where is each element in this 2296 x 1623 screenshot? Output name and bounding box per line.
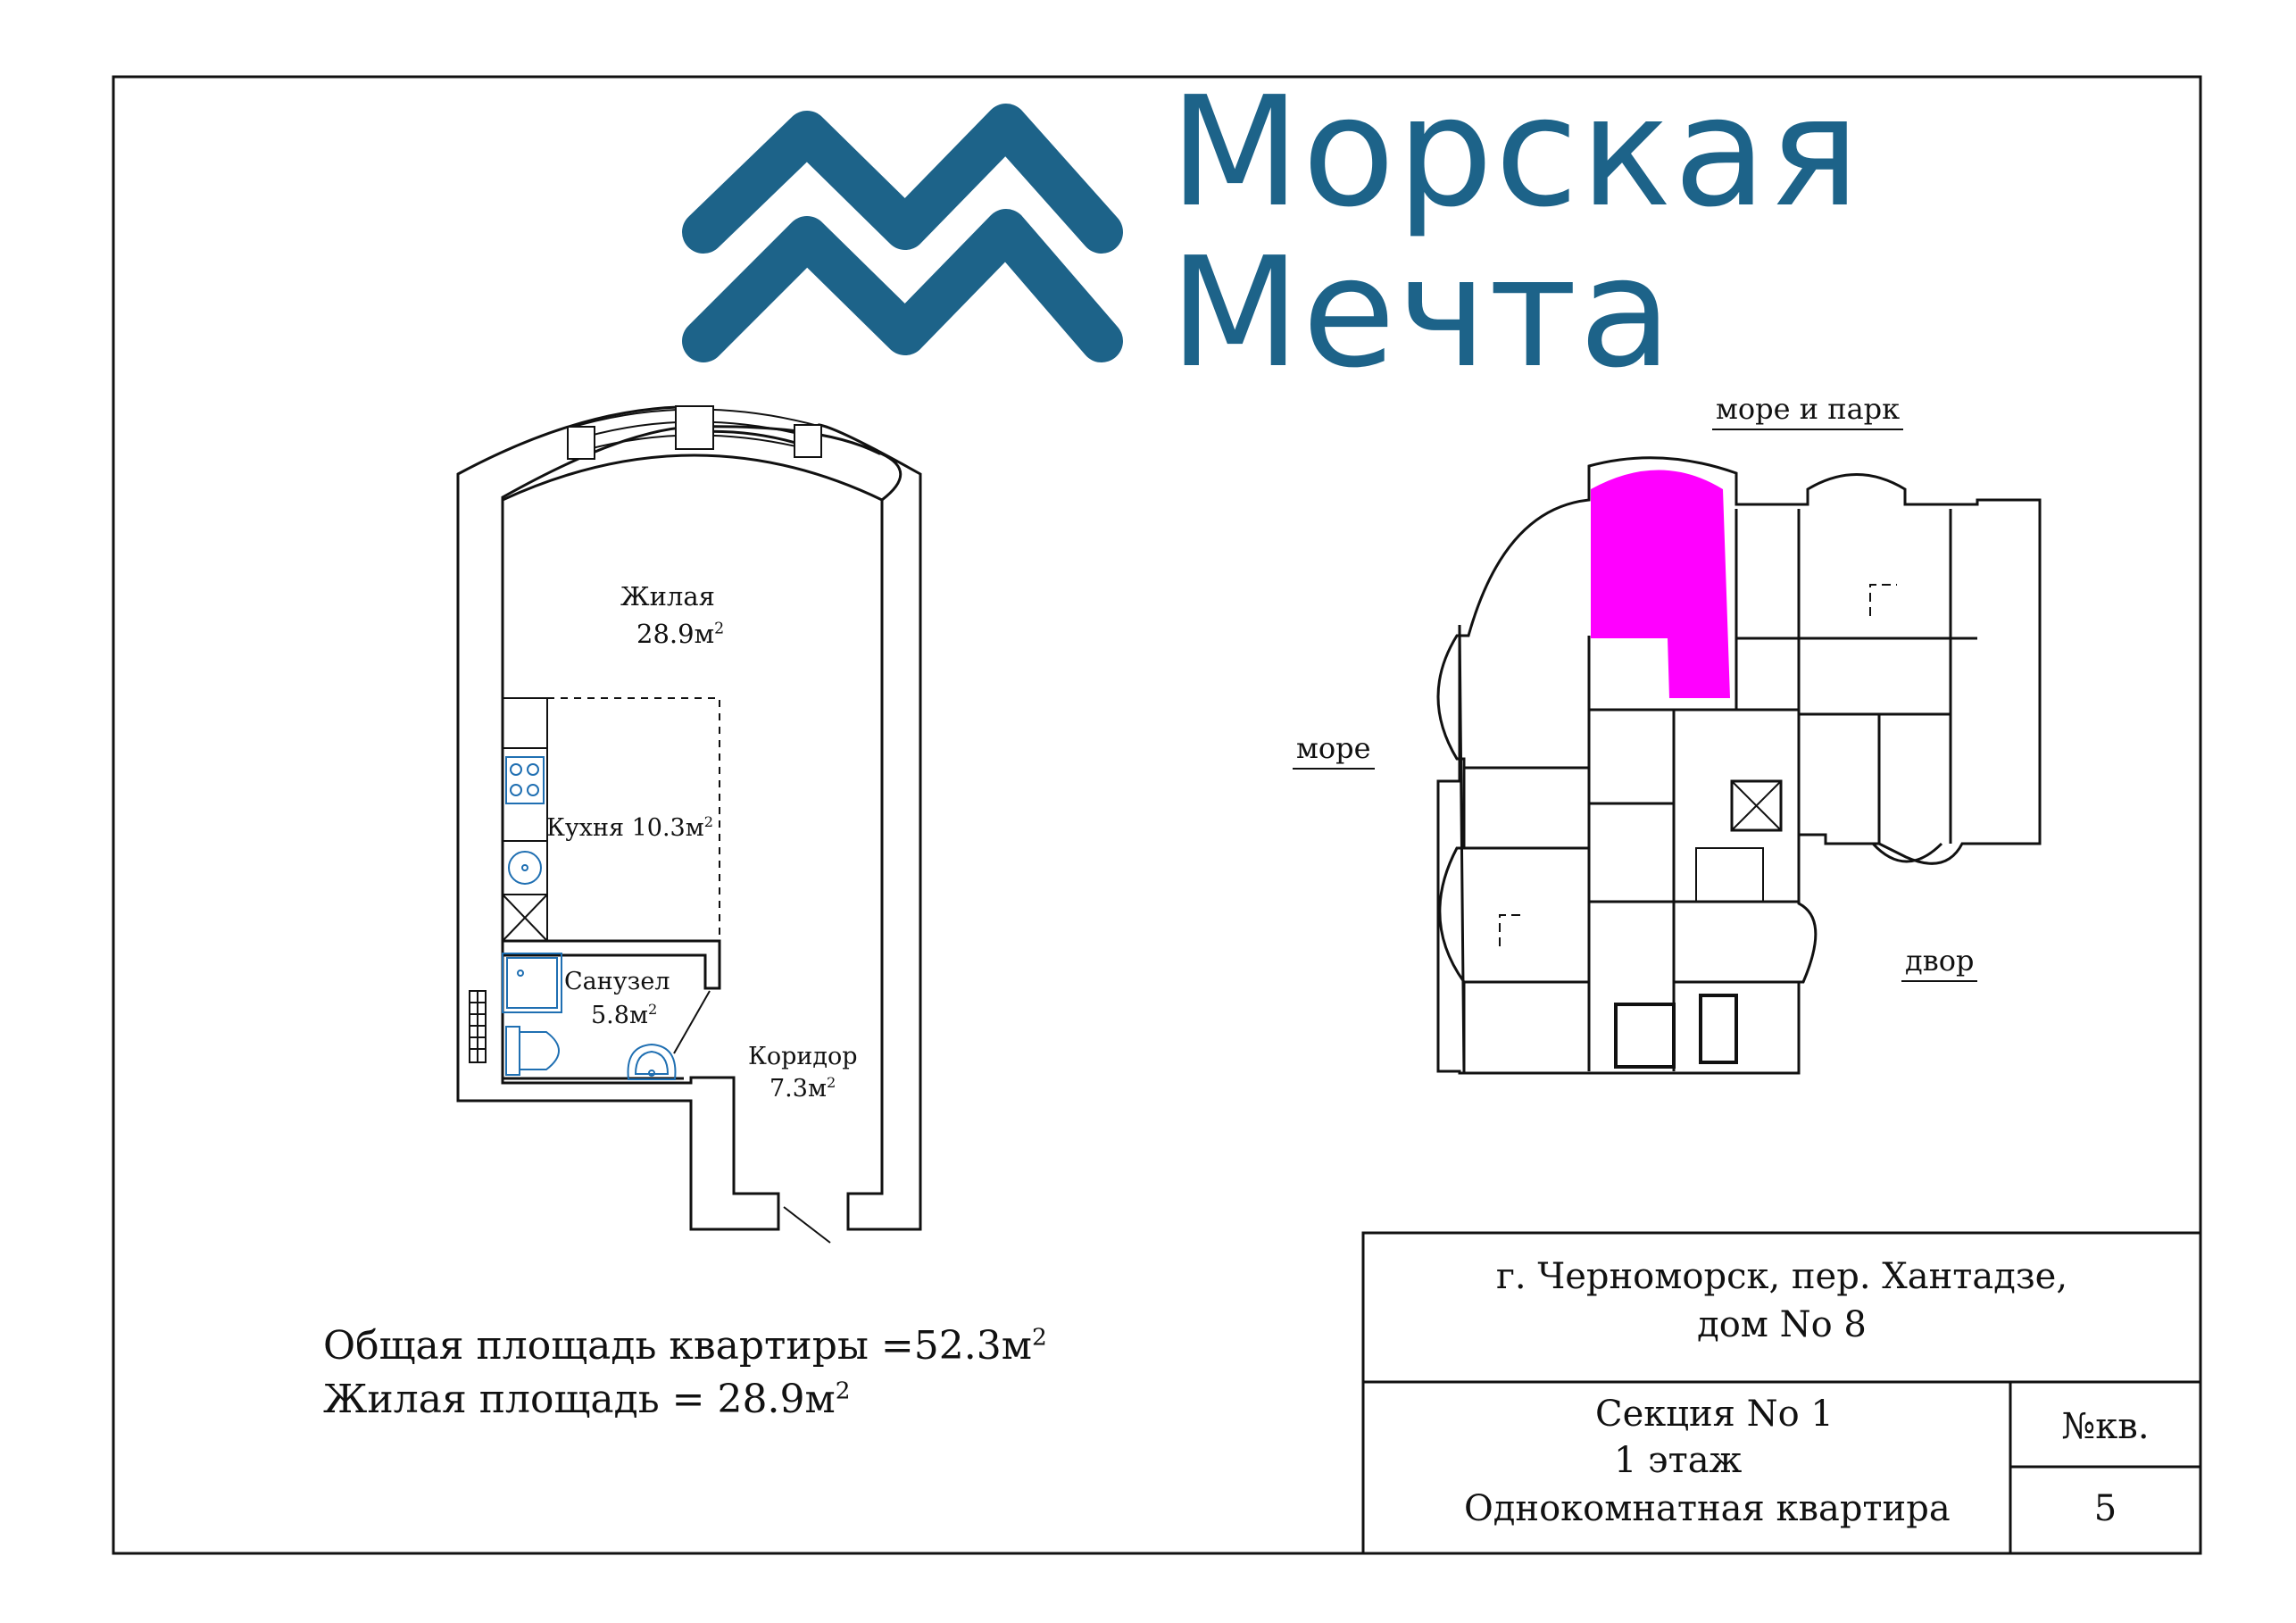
washbasin-icon — [627, 1043, 677, 1080]
radiator-icon — [469, 990, 487, 1063]
orientation-label-right: двор — [1901, 945, 1978, 982]
room-name: Жилая — [620, 581, 715, 612]
stamp-floor: 1 этаж — [1614, 1440, 1743, 1481]
stamp-apt-number: 5 — [2093, 1488, 2117, 1529]
stove-icon — [505, 756, 545, 804]
toilet-icon — [505, 1026, 560, 1076]
kitchen-zone-boundary — [547, 697, 720, 941]
logo-mark — [682, 104, 1123, 362]
stamp-apt-number-label: №кв. — [2061, 1406, 2150, 1447]
living-area-summary: Жилая площадь = 28.9м2 — [323, 1377, 851, 1422]
entry-door — [783, 1206, 831, 1244]
brand-name-line1: Морская — [1169, 64, 1862, 241]
apartment-plan — [456, 405, 922, 1244]
room-label-living: Жилая — [620, 580, 715, 612]
room-label-kitchen: Кухня 10.3м2 — [546, 813, 714, 842]
sheet-frame — [112, 75, 2202, 1555]
cabinet-icon — [502, 894, 548, 942]
kitchen-sink-icon — [508, 851, 542, 885]
room-label-corridor: Коридор — [748, 1043, 858, 1070]
highlighted-apartment — [1591, 470, 1730, 698]
room-area-living: 28.9м2 — [636, 619, 725, 649]
floor-key-plan — [1436, 456, 2042, 1075]
stamp-apartment-type: Однокомнатная квартира — [1464, 1488, 1951, 1529]
orientation-label-left: море — [1293, 732, 1375, 770]
stamp-section: Секция No 1 — [1595, 1394, 1834, 1435]
brand-name-line2: Мечта — [1169, 225, 1674, 402]
orientation-label-top: море и парк — [1712, 393, 1904, 430]
shower-icon — [502, 953, 562, 1013]
title-block — [1361, 1231, 2202, 1555]
room-area-bathroom: 5.8м2 — [591, 1001, 658, 1029]
total-area-summary: Общая площадь квартиры =52.3м2 — [323, 1323, 1047, 1369]
stamp-address-line1: г. Черноморск, пер. Хантадзе, — [1495, 1256, 2068, 1297]
room-area-corridor: 7.3м2 — [769, 1074, 836, 1103]
room-label-bathroom: Санузел — [564, 968, 670, 995]
stamp-address-line2: дом No 8 — [1697, 1304, 1867, 1345]
